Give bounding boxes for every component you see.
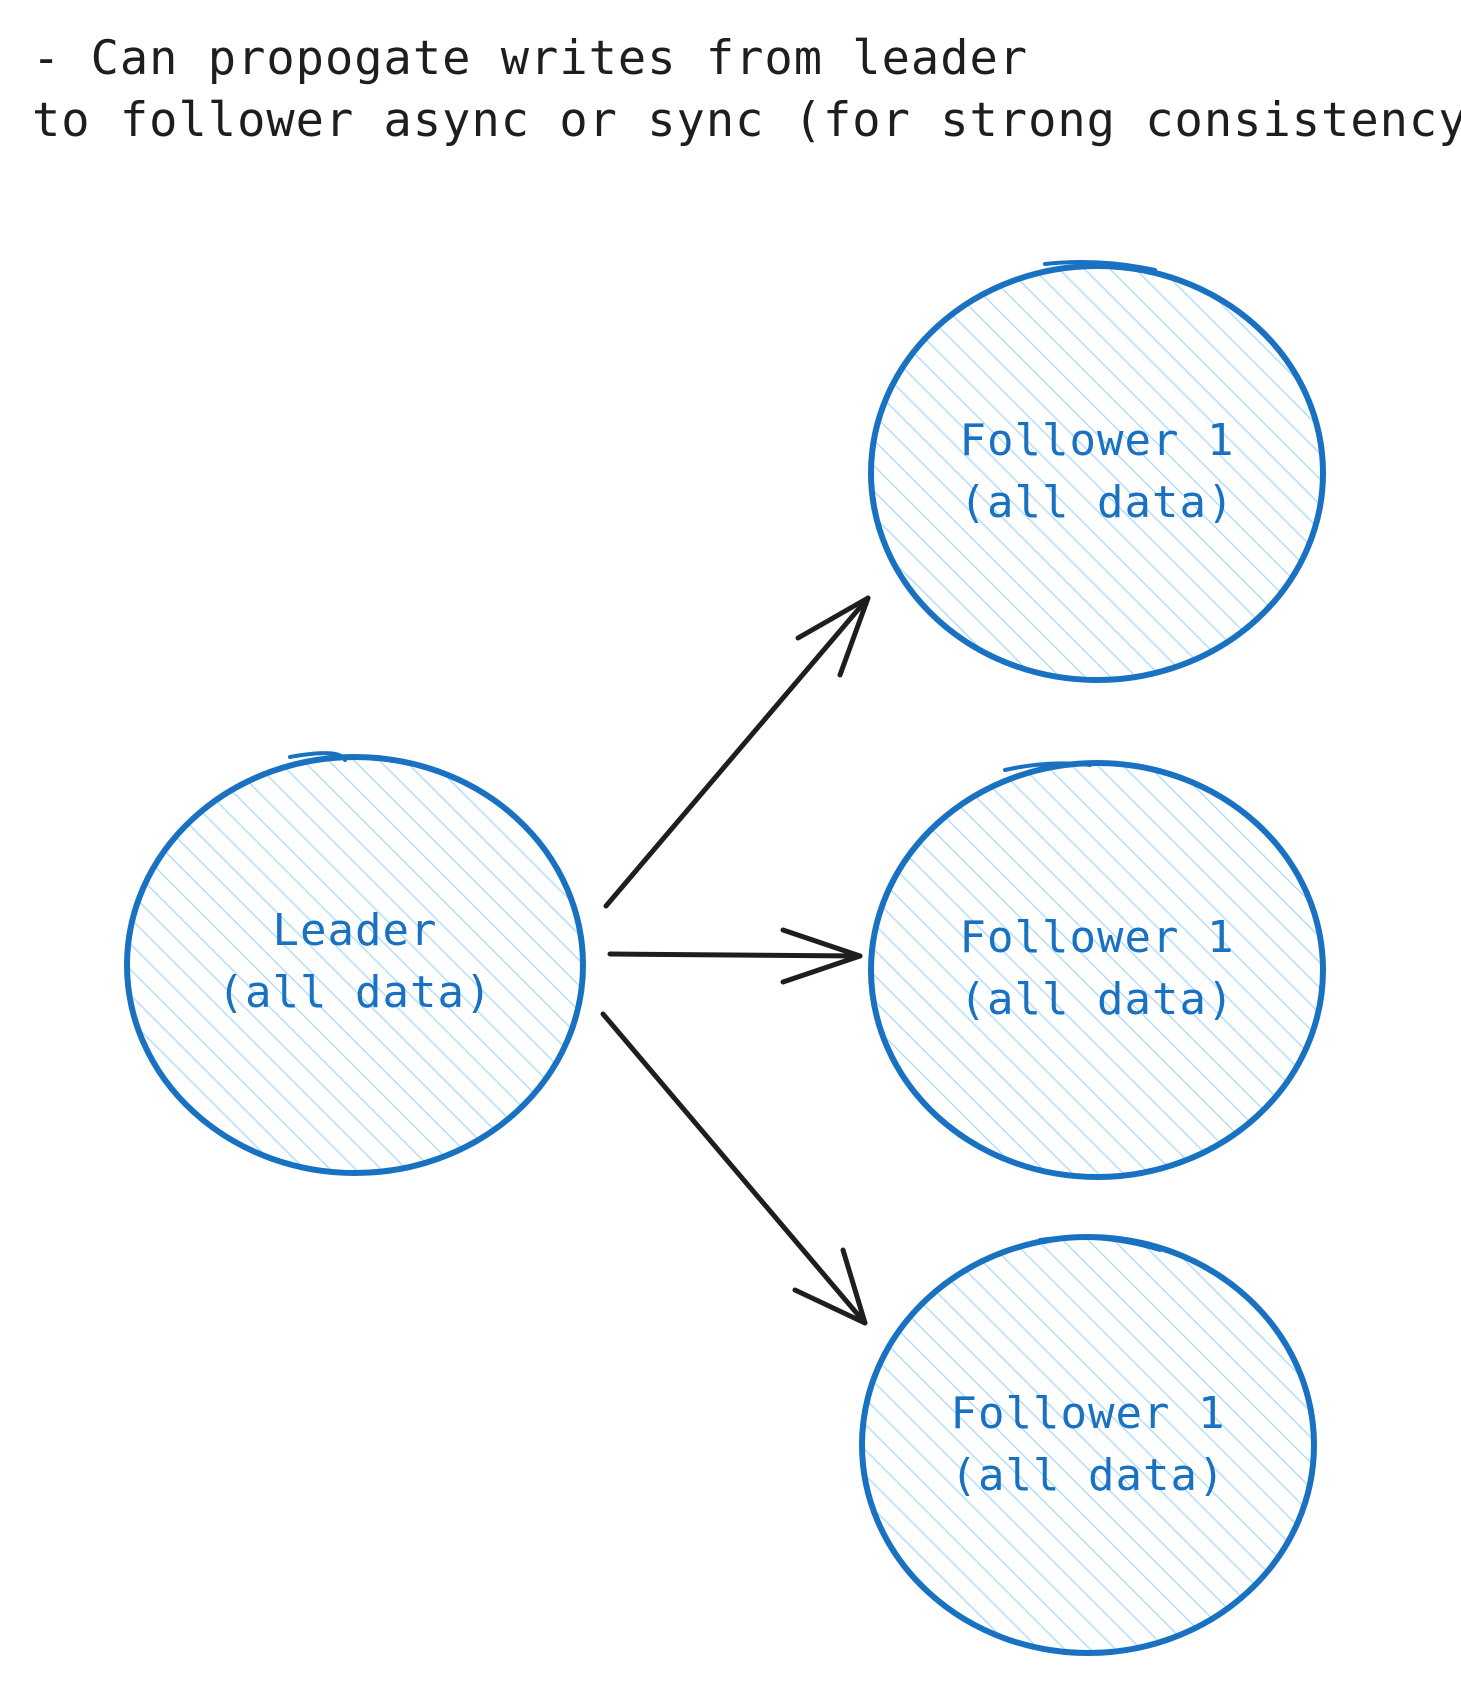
follower-middle-title: Follower 1 xyxy=(960,912,1235,963)
note-text: - Can propogate writes from leader to fo… xyxy=(32,28,1461,152)
follower-middle-sketch-stroke xyxy=(1003,761,1092,772)
follower-node-middle[interactable]: Follower 1 (all data) xyxy=(868,760,1326,1180)
follower-node-top[interactable]: Follower 1 (all data) xyxy=(868,260,1326,683)
leader-sketch-stroke xyxy=(288,751,347,762)
follower-top-circle xyxy=(868,263,1326,683)
note-line-2: to follower async or sync (for strong co… xyxy=(32,93,1461,148)
follower-bottom-circle xyxy=(859,1234,1317,1656)
follower-bottom-sketch-stroke xyxy=(1038,1235,1162,1252)
arrow-to-follower-top xyxy=(603,595,871,909)
follower-top-title: Follower 1 xyxy=(960,415,1235,466)
note-line-1: - Can propogate writes from leader xyxy=(32,31,1029,86)
follower-middle-circle xyxy=(868,760,1326,1180)
leader-circle xyxy=(124,754,586,1176)
follower-bottom-title: Follower 1 xyxy=(951,1388,1226,1439)
arrow-to-follower-middle xyxy=(607,927,863,985)
arrow-middle-shaft xyxy=(607,951,863,959)
follower-top-subtitle: (all data) xyxy=(960,477,1235,528)
follower-bottom-subtitle: (all data) xyxy=(951,1450,1226,1501)
leader-title: Leader xyxy=(273,905,438,956)
arrow-top-shaft xyxy=(603,595,871,909)
follower-node-bottom[interactable]: Follower 1 (all data) xyxy=(859,1234,1317,1656)
arrow-top-head xyxy=(795,595,871,678)
leader-subtitle: (all data) xyxy=(218,967,493,1018)
leader-node[interactable]: Leader (all data) xyxy=(124,751,586,1176)
follower-middle-subtitle: (all data) xyxy=(960,974,1235,1025)
arrow-middle-head xyxy=(780,927,863,985)
follower-top-sketch-stroke xyxy=(1043,260,1157,272)
arrow-bottom-head xyxy=(792,1247,868,1326)
arrow-to-follower-bottom xyxy=(600,1011,868,1326)
arrow-bottom-shaft xyxy=(600,1011,868,1326)
